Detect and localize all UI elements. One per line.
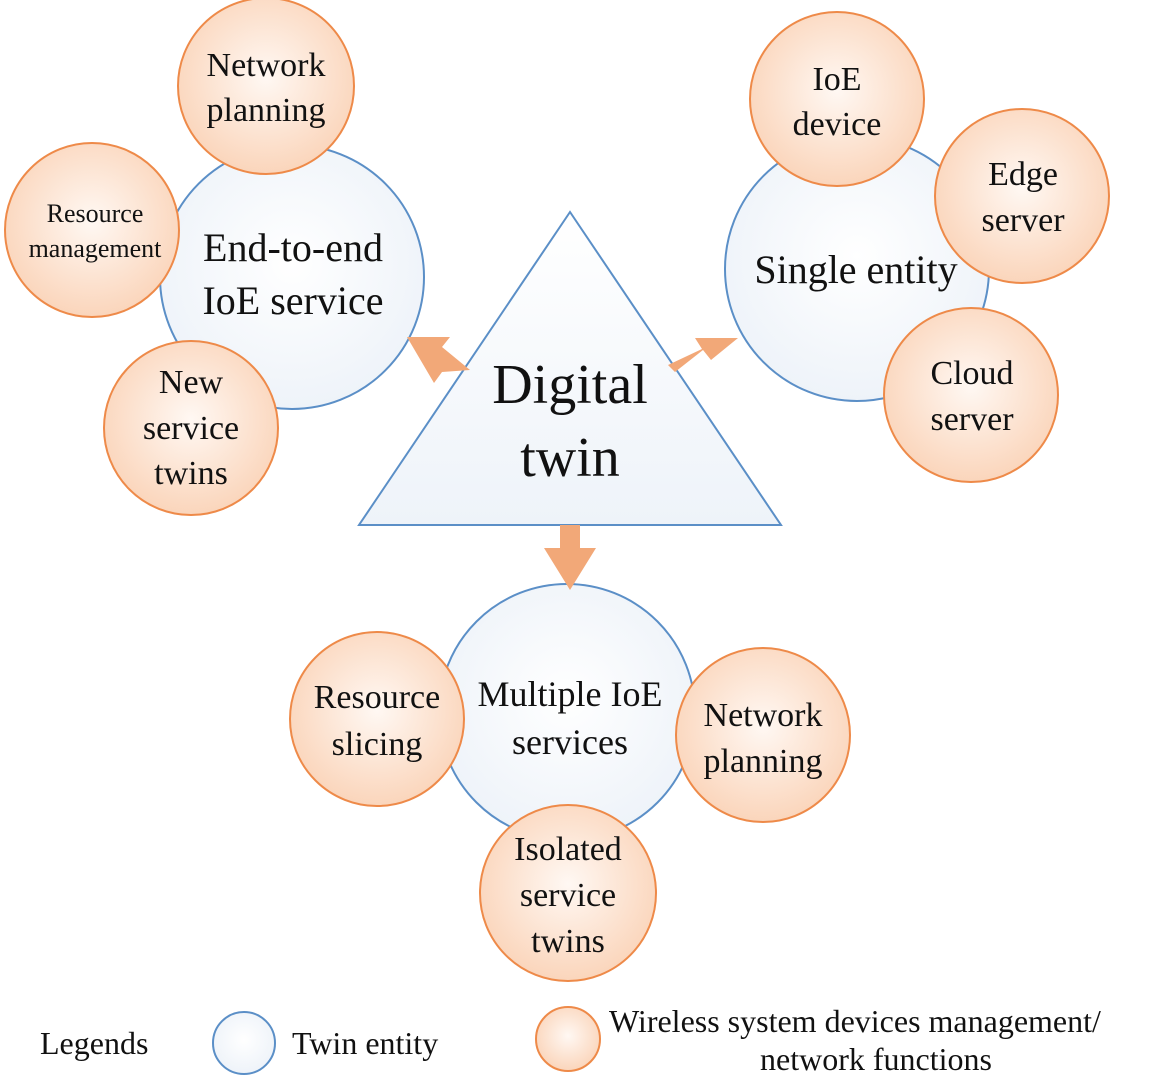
legend-function-label-line-1: Wireless system devices management/ (609, 1003, 1101, 1039)
function-circle (675, 647, 851, 823)
function-ioe-device: IoE device (749, 11, 925, 187)
function-isolated-service-twins: Isolated service twins (479, 804, 657, 982)
function-circle (289, 631, 465, 807)
legend-twin-entity-label: Twin entity (292, 1025, 438, 1061)
function-network-planning-2: Network planning (675, 647, 851, 823)
function-label: twins (531, 923, 605, 960)
function-label: Resource (314, 679, 441, 716)
function-new-service-twins: New service twins (103, 340, 279, 516)
function-resource-slicing: Resource slicing (289, 631, 465, 807)
function-label: Network (704, 697, 823, 734)
legend: Legends Twin entity Wireless system devi… (40, 1003, 1101, 1076)
legend-title: Legends (40, 1025, 148, 1061)
arrow-to-single-entity (668, 338, 738, 372)
legend-twin-entity-swatch (212, 1011, 276, 1075)
function-label: management (29, 234, 163, 263)
function-circle (934, 108, 1110, 284)
function-circle (479, 804, 657, 982)
arrow-to-end-to-end (407, 337, 470, 383)
function-label: server (981, 202, 1065, 239)
function-label: service (520, 877, 616, 914)
legend-function-label-line-2: network functions (760, 1041, 992, 1076)
function-circle (883, 307, 1059, 483)
function-circle (177, 0, 355, 175)
function-label: Edge (988, 156, 1058, 193)
function-cloud-server: Cloud server (883, 307, 1059, 483)
function-label: server (930, 401, 1014, 438)
arrow-to-multiple-ioe (544, 525, 596, 590)
function-edge-server: Edge server (934, 108, 1110, 284)
function-label: Cloud (930, 355, 1013, 392)
digital-twin-label-line-1: Digital (492, 354, 648, 416)
twin-entity-label: Multiple IoE (478, 674, 663, 714)
twin-entity-label: Single entity (754, 247, 957, 292)
function-circle (4, 142, 180, 318)
function-label: twins (154, 455, 228, 492)
function-label: Resource (47, 199, 144, 228)
legend-function-swatch (535, 1006, 601, 1072)
function-label: Isolated (514, 831, 622, 868)
function-label: IoE (812, 61, 861, 98)
function-label: New (159, 364, 224, 401)
function-network-planning: Network planning (177, 0, 355, 175)
function-label: Network (207, 47, 326, 84)
twin-entity-label: End-to-end (203, 225, 383, 270)
function-label: planning (207, 92, 326, 129)
twin-entity-label: IoE service (202, 278, 383, 323)
arrows (407, 337, 738, 590)
twin-entity-label: services (512, 722, 628, 762)
function-label: slicing (332, 726, 423, 763)
function-label: device (793, 106, 882, 143)
digital-twin-label-line-2: twin (520, 427, 620, 489)
function-resource-management: Resource management (4, 142, 180, 318)
function-label: planning (704, 743, 823, 780)
function-circle (749, 11, 925, 187)
function-label: service (143, 410, 239, 447)
function-circle (103, 340, 279, 516)
